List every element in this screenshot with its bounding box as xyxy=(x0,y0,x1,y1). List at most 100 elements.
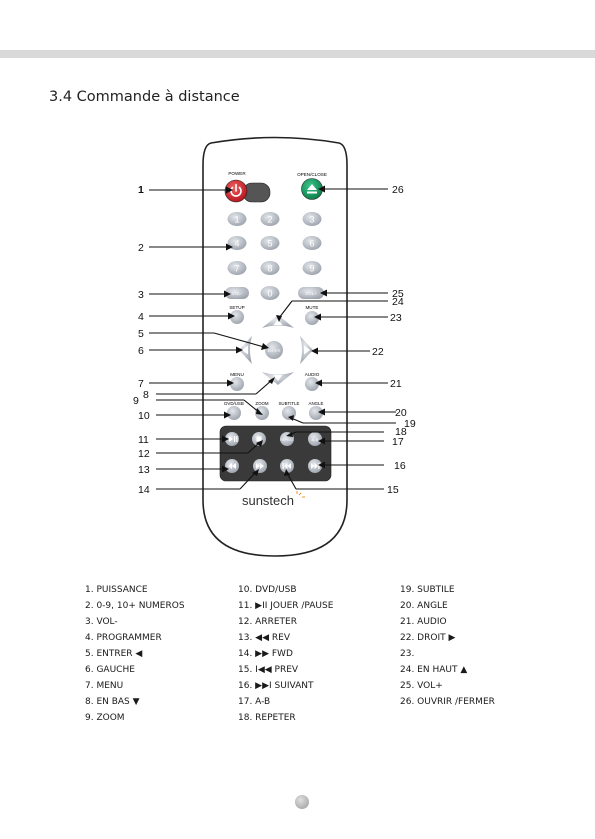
left-arrow-icon xyxy=(242,345,248,355)
legend-col1-item: 1. PUISSANCE xyxy=(85,585,148,595)
digit-2: 2 xyxy=(267,215,272,225)
legend-col1-item: 5. ENTRER ◀ xyxy=(85,649,143,659)
callout-arrowheads xyxy=(222,185,327,476)
legend-col1-item: 3. VOL- xyxy=(85,617,118,627)
open-close-label: OPEN/CLOSE xyxy=(297,172,327,177)
mute-button xyxy=(305,311,319,325)
digit-6: 6 xyxy=(309,239,314,249)
remote-control-diagram: POWER OPEN/CLOSE 1 2 3 4 5 6 xyxy=(133,136,416,557)
repeat-text: REPEAT xyxy=(280,438,293,442)
digit-3: 3 xyxy=(309,215,314,225)
callout-11: 11 xyxy=(138,434,149,446)
dvd-usb-button xyxy=(227,406,241,420)
legend-col3-item: 19. SUBTILE xyxy=(400,585,455,595)
callout-26: 26 xyxy=(392,184,404,196)
digit-6-button xyxy=(302,236,322,250)
legend-col2-item: 18. REPETER xyxy=(238,713,296,723)
callout-2: 2 xyxy=(138,242,144,254)
callout-3: 3 xyxy=(138,289,144,301)
digit-7: 7 xyxy=(234,264,239,274)
eject-icon xyxy=(307,184,317,194)
callout-16: 16 xyxy=(394,460,406,472)
legend-col2-item: 17. A-B xyxy=(238,697,271,707)
callout-6: 6 xyxy=(138,345,144,357)
callout-12: 12 xyxy=(138,448,150,460)
vol-minus-text: VOL- xyxy=(232,291,243,296)
ab-text: A-B xyxy=(312,437,319,442)
legend-col2-item: 13. ◀◀ REV xyxy=(238,633,290,643)
callout-5: 5 xyxy=(138,328,144,340)
callout-7: 7 xyxy=(138,378,144,390)
dvd-usb-label: DVD/USB xyxy=(224,401,244,406)
legend-col1-item: 9. ZOOM xyxy=(85,713,125,723)
page-number-dot xyxy=(295,795,309,809)
brand-sun-icon xyxy=(296,491,305,498)
subtitle-label: SUBTITLE xyxy=(279,401,300,406)
previous-icon xyxy=(282,463,291,469)
callout-23: 23 xyxy=(390,312,402,324)
audio-button xyxy=(305,377,319,391)
brand-logo: sunstech xyxy=(242,493,294,508)
digit-5-button xyxy=(260,236,280,250)
enter-button xyxy=(265,341,283,359)
power-label: POWER xyxy=(228,171,246,176)
rewind-icon xyxy=(228,463,236,469)
callout-24: 24 xyxy=(392,296,404,308)
legend-col2-item: 10. DVD/USB xyxy=(238,585,297,595)
callout-4: 4 xyxy=(138,311,144,323)
digit-1-button xyxy=(227,212,247,226)
legend-col2-item: 11. ▶II JOUER /PAUSE xyxy=(238,601,334,611)
digit-0-button xyxy=(260,286,280,300)
digit-7-button xyxy=(227,261,247,275)
vol-minus-button xyxy=(225,287,249,299)
digit-2-button xyxy=(260,212,280,226)
callout-21: 21 xyxy=(390,378,402,390)
zoom-button xyxy=(255,406,269,420)
right-arrow-icon xyxy=(304,345,310,355)
fast-forward-icon xyxy=(256,463,264,469)
callout-19: 19 xyxy=(404,418,416,430)
digit-1: 1 xyxy=(234,215,239,225)
legend-col3-item: 24. EN HAUT ▲ xyxy=(400,665,468,675)
callout-25: 25 xyxy=(392,288,404,300)
next-icon xyxy=(311,463,320,469)
legend-col1-item: 7. MENU xyxy=(85,681,124,691)
play-pause-icon xyxy=(229,436,238,442)
legend-col2-item: 16. ▶▶I SUIVANT xyxy=(238,681,314,691)
section-title: 3.4 Commande à distance xyxy=(49,89,240,105)
legend-col3-item: 22. DROIT ▶ xyxy=(400,633,456,643)
setup-button xyxy=(230,310,244,324)
legend-col2-item: 14. ▶▶ FWD xyxy=(238,649,293,659)
mute-label: MUTE xyxy=(305,305,318,310)
digit-4-button xyxy=(227,236,247,250)
callout-14: 14 xyxy=(138,484,150,496)
legend-col1-item: 2. 0-9, 10+ NUMEROS xyxy=(85,601,185,611)
callout-9: 9 xyxy=(133,395,139,407)
header-band xyxy=(0,50,595,58)
nav-pad: ENTER xyxy=(239,315,313,385)
callout-numbers: 1 2 3 4 5 6 7 8 9 10 11 12 13 14 15 16 1… xyxy=(133,184,416,496)
stop-icon xyxy=(256,436,262,442)
down-arrow-icon xyxy=(273,375,283,381)
callout-13: 13 xyxy=(138,464,150,476)
callout-lines xyxy=(149,188,396,490)
audio-label: AUDIO xyxy=(305,372,320,377)
menu-label: MENU xyxy=(230,372,244,377)
callout-8: 8 xyxy=(143,389,149,401)
digit-4: 4 xyxy=(234,239,239,249)
angle-label: ANGLE xyxy=(309,401,324,406)
digit-9: 9 xyxy=(309,264,314,274)
callout-22: 22 xyxy=(372,346,384,358)
legend-col2-item: 15. I◀◀ PREV xyxy=(238,665,299,675)
vol-plus-text: VOL+ xyxy=(305,291,317,296)
digit-0: 0 xyxy=(267,289,272,299)
callout-18: 18 xyxy=(395,426,407,438)
digit-5: 5 xyxy=(267,239,272,249)
digit-8: 8 xyxy=(267,264,272,274)
legend-col3-item: 21. AUDIO xyxy=(400,617,447,627)
legend-col3-item: 25. VOL+ xyxy=(400,681,443,691)
up-arrow-icon xyxy=(273,319,283,325)
callout-15: 15 xyxy=(387,484,399,496)
